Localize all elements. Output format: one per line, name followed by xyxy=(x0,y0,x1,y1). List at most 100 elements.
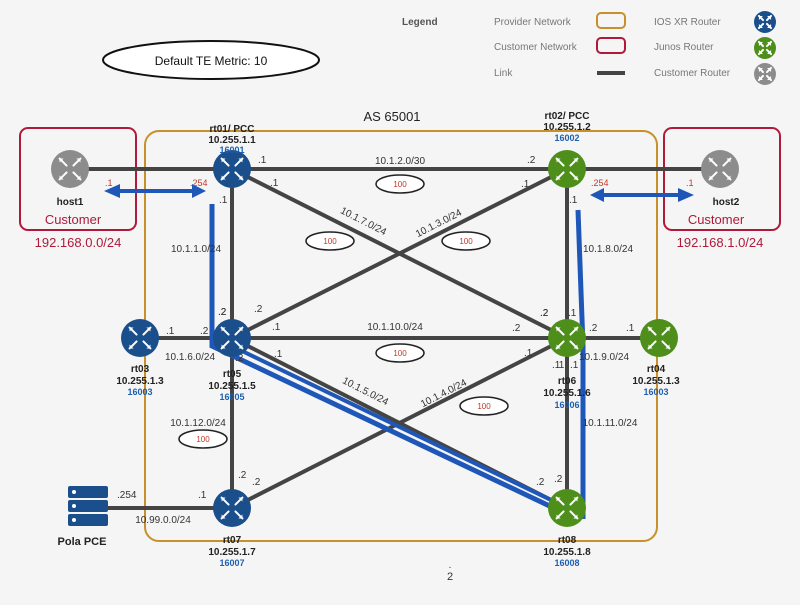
router-rt05-icon[interactable] xyxy=(213,319,251,357)
metric-label: 100 xyxy=(393,349,407,358)
router-rt03-name: rt03 xyxy=(131,364,150,375)
router-rt04-sid: 16003 xyxy=(643,387,668,397)
router-rt03-icon[interactable] xyxy=(121,319,159,357)
customer-label-left: Customer xyxy=(45,212,102,227)
router-body xyxy=(51,150,89,188)
host1-name: host1 xyxy=(57,197,84,208)
iface-label: .1 xyxy=(524,348,533,359)
legend-router-icons xyxy=(754,11,776,85)
iface-label: .1 xyxy=(568,308,577,319)
router-arrow-head xyxy=(573,514,578,519)
pola-pce-server[interactable]: Pola PCE xyxy=(58,486,108,548)
router-rt04-icon[interactable] xyxy=(640,319,678,357)
router-rt01-ip: 10.255.1.1 xyxy=(208,135,256,146)
link-rt05-rt02 xyxy=(230,167,569,340)
router-arrow-head xyxy=(573,327,578,332)
legend-ios-xr-icon[interactable] xyxy=(754,11,776,33)
server-led xyxy=(72,490,76,494)
as-label: AS 65001 xyxy=(363,109,420,124)
router-arrow-head xyxy=(665,344,670,349)
router-rt07-name: rt07 xyxy=(223,535,242,546)
router-arrow-head xyxy=(556,497,561,502)
router-arrow-head xyxy=(556,344,561,349)
router-rt06-icon[interactable] xyxy=(548,319,586,357)
router-body xyxy=(640,319,678,357)
router-rt01-sid: 16001 xyxy=(219,145,244,155)
router-rt08-sid: 16008 xyxy=(554,558,579,568)
router-arrow-head xyxy=(665,327,670,332)
router-arrow-head xyxy=(767,15,772,20)
iface-label: .2 xyxy=(252,477,261,488)
iface-label: .2 xyxy=(218,307,227,318)
router-body xyxy=(548,319,586,357)
router-body xyxy=(213,319,251,357)
router-arrow-head xyxy=(146,327,151,332)
subnet-label: 10.1.10.0/24 xyxy=(367,322,423,333)
legend-junos-icon[interactable] xyxy=(754,37,776,59)
server-icon xyxy=(68,514,108,526)
title-ellipse xyxy=(102,40,320,80)
router-arrow-head xyxy=(573,175,578,180)
iface-label: .1 xyxy=(219,195,228,206)
metric-ellipse xyxy=(375,174,425,194)
host2-router-icon[interactable] xyxy=(701,150,739,188)
router-arrow-head xyxy=(221,344,226,349)
subnet-label: 10.1.6.0/24 xyxy=(165,352,215,363)
host1-router-icon[interactable] xyxy=(51,150,89,188)
router-body xyxy=(213,150,251,188)
router-arrow-head xyxy=(146,344,151,349)
router-arrow-head xyxy=(238,175,243,180)
router-rt05-sid: 16005 xyxy=(219,392,244,402)
router-body xyxy=(701,150,739,188)
router-rt08-icon[interactable] xyxy=(548,489,586,527)
legend-customer-router-icon[interactable] xyxy=(754,63,776,85)
link-rt07-rt06 xyxy=(230,336,569,510)
subnet-label: 10.1.9.0/24 xyxy=(579,352,629,363)
router-arrow-head xyxy=(238,158,243,163)
te-paths xyxy=(104,184,694,522)
iface-label: .2 xyxy=(536,477,545,488)
iface-label: .1 xyxy=(105,178,113,188)
metric-ellipse xyxy=(375,343,425,363)
router-arrow-head xyxy=(573,344,578,349)
legend-title: Legend xyxy=(402,17,438,28)
subnet-label: 10.1.2.0/30 xyxy=(375,156,425,167)
server-icon xyxy=(68,486,108,498)
router-rt02-ip: 10.255.1.2 xyxy=(543,122,591,133)
router-rt05-ip: 10.255.1.5 xyxy=(208,381,256,392)
router-arrow-head xyxy=(238,514,243,519)
router-arrow-head xyxy=(709,158,714,163)
metric-label: 100 xyxy=(393,180,407,189)
router-rt03-ip: 10.255.1.3 xyxy=(116,376,164,387)
router-arrow-head xyxy=(648,327,653,332)
legend-customer-router: Customer Router xyxy=(654,68,731,79)
router-arrow-head xyxy=(758,67,763,72)
iface-label: .1 xyxy=(258,155,267,166)
legend-provider-swatch xyxy=(596,12,626,29)
iface-label: .1 xyxy=(274,349,283,360)
subnet-label: 10.1.1.0/24 xyxy=(171,244,221,255)
router-rt06-ip: 10.255.1.6 xyxy=(543,388,591,399)
router-rt02-icon[interactable] xyxy=(548,150,586,188)
legend: Legend Provider Network Customer Network… xyxy=(402,11,776,85)
router-rt07-icon[interactable] xyxy=(213,489,251,527)
router-rt01-name: rt01/ PCC xyxy=(209,124,254,135)
metric-label: 100 xyxy=(459,237,473,246)
router-rt08-ip: 10.255.1.8 xyxy=(543,547,591,558)
subnet-label: 10.1.8.0/24 xyxy=(583,244,633,255)
iface-label: .1 xyxy=(270,178,279,189)
router-arrow-head xyxy=(556,327,561,332)
router-body xyxy=(754,63,776,85)
router-arrow-head xyxy=(648,344,653,349)
router-arrow-head xyxy=(221,175,226,180)
router-body xyxy=(213,489,251,527)
router-rt06-sid: 16006 xyxy=(554,400,579,410)
router-rt05-name: rt05 xyxy=(223,369,242,380)
iface-label: .1 xyxy=(626,323,635,334)
diagram-title: Default TE Metric: 10 xyxy=(155,54,268,68)
router-arrow-head xyxy=(59,175,64,180)
router-arrow-head xyxy=(129,344,134,349)
router-arrow-head xyxy=(238,344,243,349)
metric-ellipse xyxy=(441,231,491,251)
router-rt01-icon[interactable] xyxy=(213,150,251,188)
